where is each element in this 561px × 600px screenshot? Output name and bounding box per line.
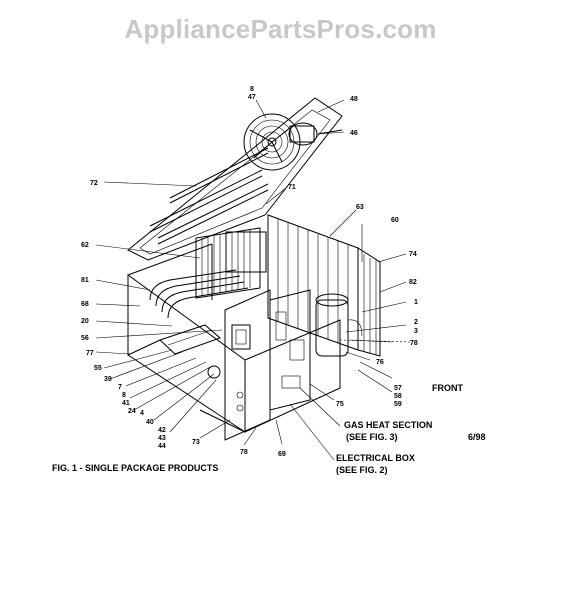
callout-4: 72 [90, 180, 98, 187]
control-panel [224, 289, 311, 441]
top-panel [127, 97, 343, 261]
callout-28: 42 [158, 427, 166, 434]
callout-19: 77 [86, 350, 94, 357]
callout-18: 78 [410, 340, 418, 347]
callout-1: 47 [248, 94, 256, 101]
watermark: AppliancePartsPros.com [124, 14, 437, 44]
callout-33: 57 [394, 385, 402, 392]
callout-0: 8 [250, 86, 254, 93]
electrical-box-label: ELECTRICAL BOX [336, 453, 415, 463]
callout-10: 81 [81, 277, 89, 284]
callout-26: 4 [140, 410, 144, 417]
callout-31: 73 [192, 439, 200, 446]
cabinet-frame [127, 243, 411, 433]
callout-15: 2 [414, 319, 418, 326]
compressor [315, 293, 363, 357]
callout-21: 39 [104, 376, 112, 383]
callout-27: 40 [146, 419, 154, 426]
callout-25: 24 [128, 408, 136, 415]
gas-heat-section-ref: (SEE FIG. 3) [346, 432, 398, 442]
callout-37: 78 [240, 449, 248, 456]
figure-caption: FIG. 1 - SINGLE PACKAGE PRODUCTS [52, 463, 218, 473]
callout-16: 3 [414, 328, 418, 335]
callout-3: 46 [350, 130, 358, 137]
callout-22: 7 [118, 384, 122, 391]
callout-20: 55 [94, 365, 102, 372]
callout-11: 82 [409, 279, 417, 286]
callout-35: 59 [394, 401, 402, 408]
callout-8: 62 [81, 242, 89, 249]
callout-6: 63 [356, 204, 364, 211]
callout-12: 68 [81, 301, 89, 308]
callout-2: 48 [350, 96, 358, 103]
evaporator-coil [195, 227, 267, 299]
condenser-coil [267, 214, 381, 357]
callout-numbers: 8 47 48 46 72 71 63 60 62 74 81 82 68 1 … [81, 86, 418, 458]
drawing-date: 6/98 [468, 432, 486, 442]
callout-32: 76 [376, 359, 384, 366]
gas-heat-section-label: GAS HEAT SECTION [344, 420, 432, 430]
callout-30: 44 [158, 443, 166, 450]
callout-38: 69 [278, 451, 286, 458]
heat-exchanger [149, 269, 249, 319]
burner-assembly [159, 324, 221, 379]
electrical-box-ref: (SEE FIG. 2) [336, 465, 388, 475]
callout-9: 74 [409, 251, 417, 258]
callout-29: 43 [158, 435, 166, 442]
callout-13: 1 [414, 299, 418, 306]
callout-14: 20 [81, 318, 89, 325]
callout-24: 41 [122, 400, 130, 407]
callout-23: 8 [122, 392, 126, 399]
callout-36: 75 [336, 401, 344, 408]
callout-7: 60 [391, 217, 399, 224]
callout-5: 71 [288, 184, 296, 191]
leader-lines [95, 99, 407, 461]
callout-17: 56 [81, 335, 89, 342]
front-label: FRONT [432, 383, 463, 393]
callout-34: 58 [394, 393, 402, 400]
fan-motor [288, 122, 343, 146]
